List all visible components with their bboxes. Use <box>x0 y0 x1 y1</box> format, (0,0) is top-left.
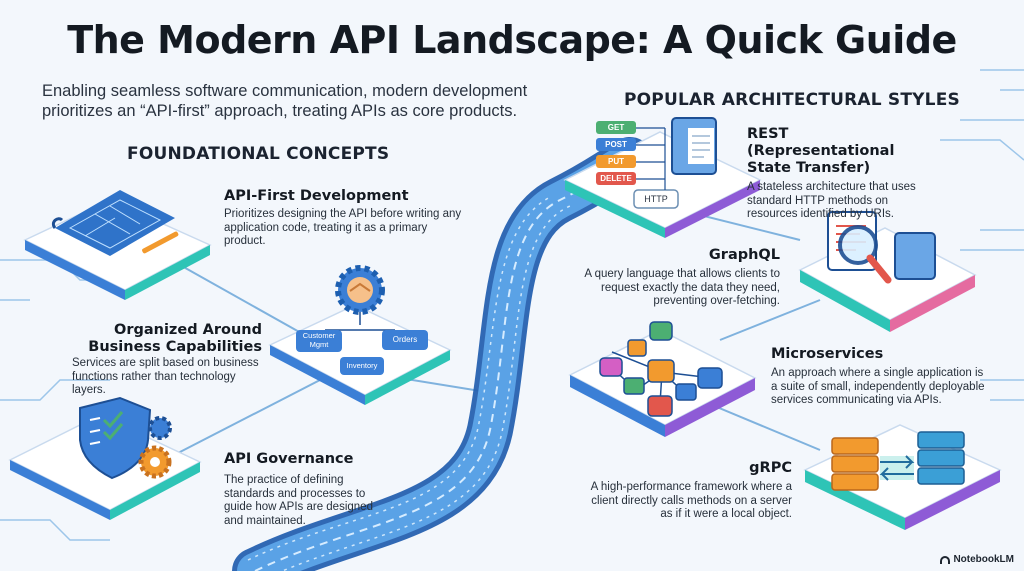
blueprint-platform <box>23 190 212 300</box>
rest-platform <box>563 117 762 238</box>
style-heading: GraphQL <box>708 247 780 263</box>
style-grpc: gRPC A high-performance framework where … <box>590 460 792 522</box>
gears-icon <box>138 416 172 479</box>
style-desc: An approach where a single application i… <box>771 367 985 406</box>
connector-line <box>699 399 821 451</box>
concept-api-first: API-First Development Prioritizes design… <box>224 188 464 249</box>
blueprint-icon <box>51 190 179 256</box>
intro-text: Enabling seamless software communication… <box>42 82 528 120</box>
concept-desc: Prioritizes designing the API before wri… <box>224 208 462 247</box>
capability-customer-label: Customer Mgmt <box>302 331 336 349</box>
brand-watermark: NotebookLM <box>940 554 1014 565</box>
concept-business-capabilities-desc: Services are split based on business fun… <box>72 357 267 398</box>
style-graphql: GraphQL A query language that allows cli… <box>570 247 780 309</box>
brand-label: NotebookLM <box>953 554 1014 565</box>
microservices-platform <box>568 321 757 437</box>
style-heading: REST (Representational State Transfer) <box>747 126 895 176</box>
concept-desc: Services are split based on business fun… <box>72 357 259 396</box>
handshake-gear-icon <box>335 265 385 315</box>
style-desc: A high-performance framework where a cli… <box>590 481 792 520</box>
concept-governance: API Governance The practice of defining … <box>224 451 384 528</box>
graphql-platform <box>798 211 977 332</box>
server-stack-icon <box>831 431 965 491</box>
capabilities-platform <box>268 265 452 405</box>
capability-inventory-label: Inventory <box>346 361 378 370</box>
foundational-heading: FOUNDATIONAL CONCEPTS <box>127 144 390 164</box>
style-rest: REST (Representational State Transfer) A… <box>747 126 927 222</box>
architectural-heading: POPULAR ARCHITECTURAL STYLES <box>624 90 960 110</box>
notebook-logo-icon <box>940 555 951 564</box>
concept-heading: API Governance <box>224 451 354 467</box>
style-heading: gRPC <box>749 460 792 476</box>
concept-business-capabilities: Organized Around Business Capabilities <box>72 322 262 356</box>
magnifier-icon <box>838 225 892 284</box>
concept-desc: The practice of defining standards and p… <box>224 474 373 527</box>
governance-platform <box>8 396 202 520</box>
shield-check-icon <box>79 396 152 480</box>
style-heading: Microservices <box>771 346 884 362</box>
capability-orders-label: Orders <box>392 335 418 344</box>
grpc-platform <box>803 424 1002 530</box>
style-desc: A stateless architecture that uses stand… <box>747 181 916 220</box>
page-title: The Modern API Landscape: A Quick Guide <box>67 18 957 62</box>
hexagon-graph-icon <box>599 321 723 417</box>
concept-heading: Organized Around Business Capabilities <box>88 322 262 355</box>
rest-method-put: PUT <box>608 157 624 166</box>
style-desc: A query language that allows clients to … <box>584 268 780 307</box>
rest-method-get: GET <box>607 123 625 132</box>
style-microservices: Microservices An approach where a single… <box>771 346 986 408</box>
rest-method-post: POST <box>605 140 627 149</box>
connector-line <box>179 264 311 339</box>
rest-protocol-label: HTTP <box>644 194 668 204</box>
rest-method-delete: DELETE <box>600 174 632 183</box>
connector-line <box>719 299 821 341</box>
document-icon <box>671 117 717 175</box>
concept-heading: API-First Development <box>224 188 409 204</box>
